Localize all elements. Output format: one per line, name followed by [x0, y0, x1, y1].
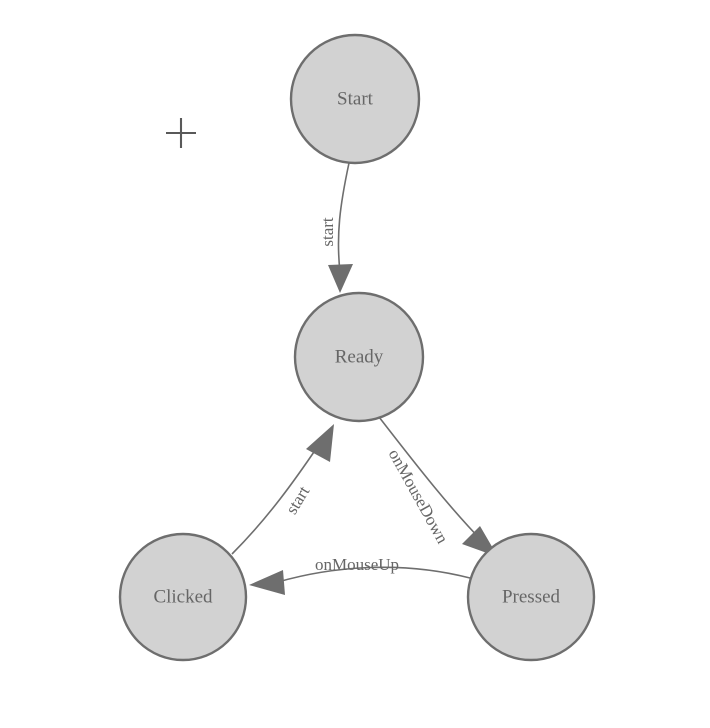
- edge-clicked-to-ready[interactable]: start: [231, 424, 334, 555]
- node-pressed-label: Pressed: [502, 586, 561, 607]
- edge-start-to-ready-line[interactable]: [337, 162, 350, 273]
- edge-start-to-ready[interactable]: start: [318, 162, 353, 293]
- node-clicked-label: Clicked: [153, 586, 213, 607]
- node-clicked[interactable]: Clicked: [118, 532, 248, 662]
- edge-clicked-to-ready-arrowhead: [306, 424, 334, 462]
- edge-ready-to-pressed-line[interactable]: [378, 416, 485, 544]
- edge-pressed-to-clicked[interactable]: onMouseUp: [249, 555, 471, 595]
- node-ready-circle[interactable]: [293, 291, 425, 423]
- edge-clicked-to-ready-label: start: [282, 483, 314, 518]
- node-ready[interactable]: Ready: [293, 291, 425, 423]
- node-start-circle[interactable]: [289, 33, 421, 165]
- edge-pressed-to-clicked-line[interactable]: [277, 566, 471, 583]
- crosshair-icon: [166, 118, 196, 148]
- node-clicked-circle[interactable]: [118, 532, 248, 662]
- edge-pressed-to-clicked-label: onMouseUp: [315, 555, 399, 574]
- node-start-label: Start: [337, 88, 374, 109]
- node-ready-label: Ready: [335, 346, 384, 367]
- edge-pressed-to-clicked-arrowhead: [249, 570, 285, 595]
- edge-start-to-ready-arrowhead: [328, 264, 353, 293]
- node-pressed-circle[interactable]: [466, 532, 596, 662]
- edge-ready-to-pressed[interactable]: onMouseDown: [378, 416, 498, 557]
- edge-start-to-ready-label: start: [318, 217, 337, 247]
- node-start[interactable]: Start: [289, 33, 421, 165]
- edge-clicked-to-ready-line[interactable]: [231, 445, 319, 555]
- node-pressed[interactable]: Pressed: [466, 532, 596, 662]
